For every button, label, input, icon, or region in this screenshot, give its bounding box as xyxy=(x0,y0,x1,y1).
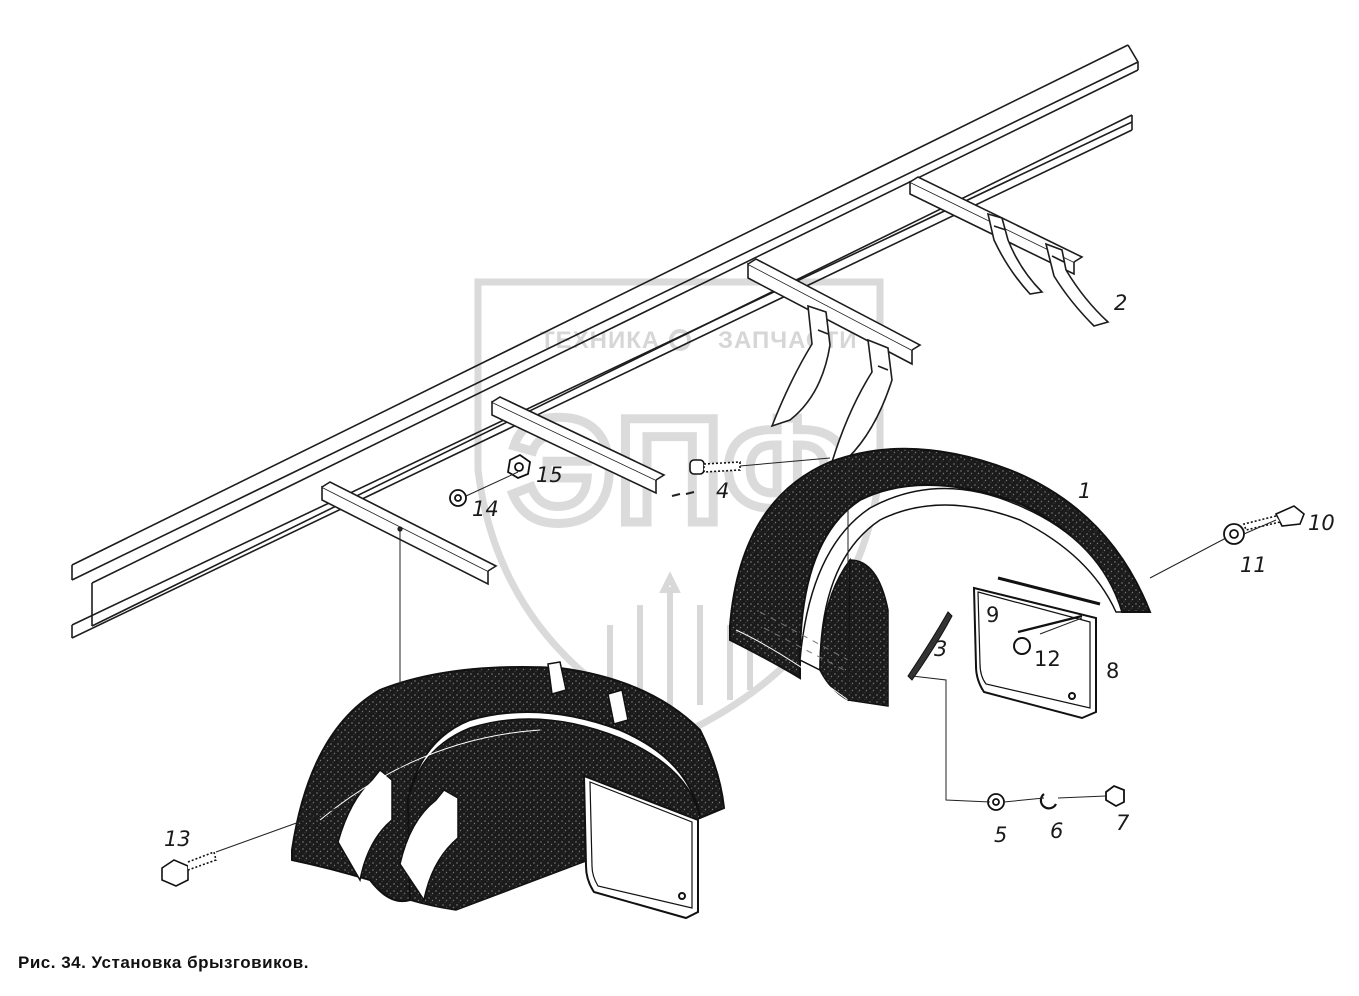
callout-12: 12 xyxy=(1034,647,1061,671)
callout-7: 7 xyxy=(1116,811,1130,835)
washer-icon xyxy=(987,793,1005,811)
flap-bar xyxy=(1017,614,1083,634)
nut-icon xyxy=(507,453,531,480)
watermark-word-left: ТЕХНИКА xyxy=(540,327,660,354)
callout-6: 6 xyxy=(1050,819,1063,843)
callout-9: 9 xyxy=(986,603,999,627)
wheat-emblem-icon xyxy=(607,571,753,715)
callout-13: 13 xyxy=(164,827,191,851)
mudguard-right xyxy=(729,447,1152,707)
washer-icon xyxy=(449,489,467,507)
callout-14: 14 xyxy=(472,497,499,521)
callout-2: 2 xyxy=(1114,291,1127,315)
callouts: 1 2 3 4 5 6 7 8 9 10 11 12 13 14 15 xyxy=(164,291,1335,851)
hanger-strips-part-2 xyxy=(986,212,1110,327)
washer-icon xyxy=(1223,523,1245,545)
bolt-icon xyxy=(161,850,217,887)
callout-3: 3 xyxy=(934,637,947,661)
bracket-left-front xyxy=(491,396,666,495)
callout-10: 10 xyxy=(1308,511,1335,535)
callout-4: 4 xyxy=(716,479,729,503)
nut-icon xyxy=(1013,637,1031,655)
callout-1: 1 xyxy=(1078,479,1091,503)
support-strip xyxy=(907,611,953,681)
callout-11: 11 xyxy=(1240,553,1267,577)
nut-icon xyxy=(1105,784,1125,808)
callout-5: 5 xyxy=(994,823,1007,847)
figure-caption: Рис. 34. Установка брызговиков. xyxy=(18,953,309,972)
bracket-left-rear xyxy=(321,481,498,586)
mud-flap-right xyxy=(972,576,1101,720)
callout-15: 15 xyxy=(536,463,563,487)
bracket-right-upper xyxy=(747,258,922,366)
bolt-icon xyxy=(689,459,741,475)
callout-8: 8 xyxy=(1106,659,1119,683)
watermark-word-right: ЗАПЧАСТИ xyxy=(718,327,858,354)
bolt-icon xyxy=(1242,505,1305,531)
mud-flap-left xyxy=(582,774,699,920)
leader-lines xyxy=(215,457,1277,853)
spring-washer-icon xyxy=(1039,793,1057,810)
